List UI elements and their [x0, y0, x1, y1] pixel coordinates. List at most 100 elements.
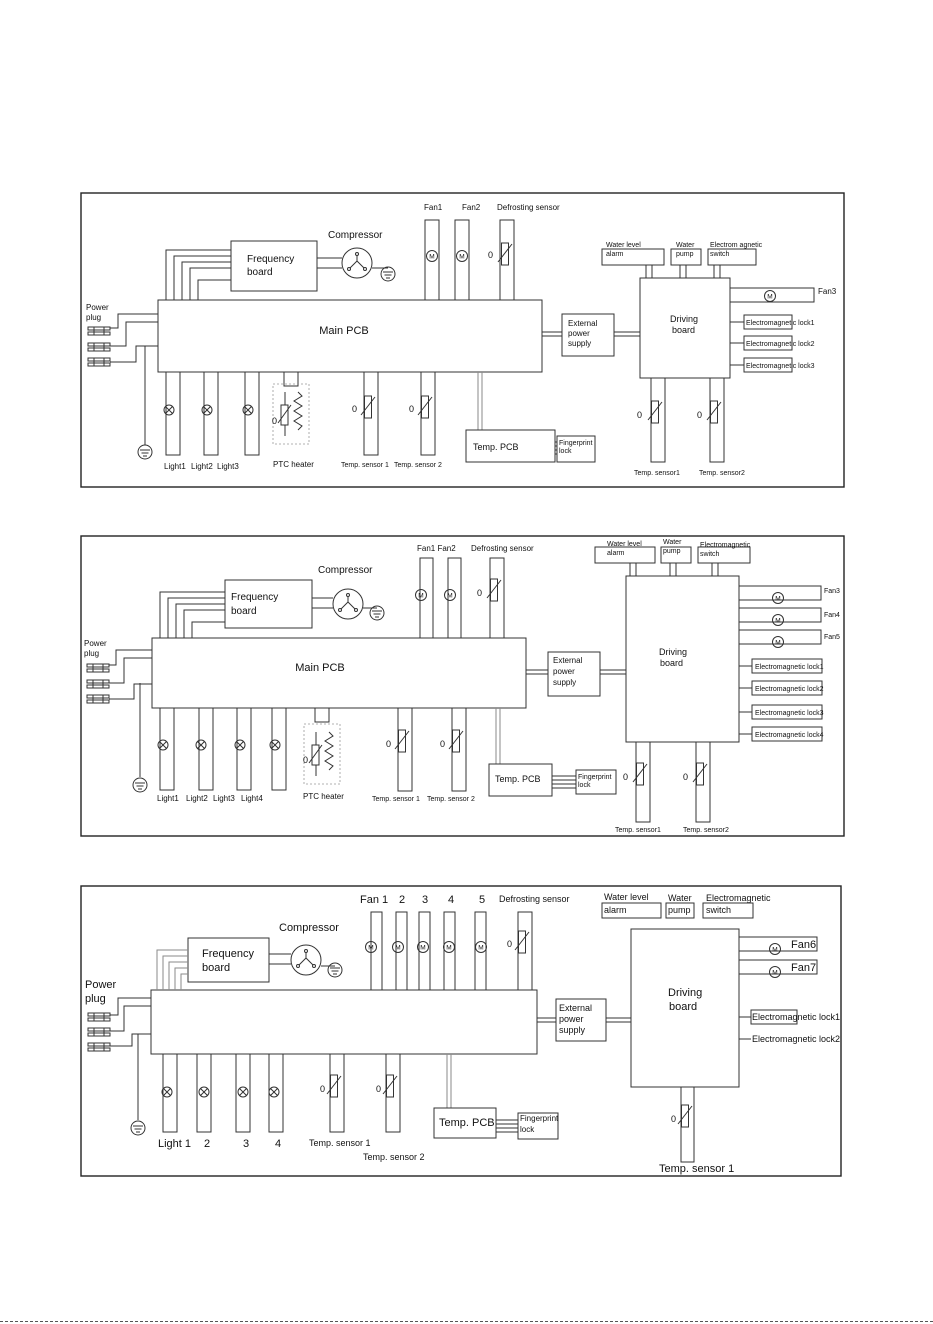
fan-6-label: Fan6 [791, 939, 816, 951]
water-pump-label: Water [676, 242, 695, 249]
driving-temp-sensor-2-label: Temp. sensor2 [699, 470, 745, 477]
light-strip [235, 1053, 251, 1133]
light-2-label: Light2 [186, 794, 208, 803]
compressor-motor-icon [332, 588, 364, 620]
lock-1-label: Electromagnetic lock1 [746, 320, 815, 327]
lights: Light 1 2 3 4 [158, 1053, 284, 1150]
lights: Light1 Light2 Light3 Light4 [157, 707, 287, 803]
sensor-mark: 0 [671, 1114, 676, 1124]
thermistor-icon [394, 729, 410, 753]
plug-prong-icon [86, 694, 110, 704]
main-pcb [157, 299, 543, 373]
driving-board [630, 928, 740, 1088]
water-level-alarm [594, 546, 656, 564]
defrosting-sensor-strip [499, 219, 515, 301]
light-2-label: 2 [204, 1138, 210, 1150]
water-pump-label: pump [676, 251, 694, 258]
water-level-alarm [601, 902, 662, 919]
locks: Electromagnetic lock1 Electromagnetic lo… [739, 1009, 840, 1044]
sensor-mark: 0 [637, 410, 642, 420]
ground-icon [380, 266, 396, 282]
ptc-heater-label: PTC heater [303, 792, 344, 801]
fan-motor-icon [772, 592, 784, 604]
temp-sensor-2-label: Temp. sensor 2 [363, 1152, 425, 1162]
sensor-mark: 0 [320, 1084, 325, 1094]
light-strip [198, 707, 214, 791]
fan-1-label: Fan 1 [360, 894, 388, 906]
electromagnetic-switch-label: Electromagnetic [700, 542, 751, 549]
thermistor-icon [647, 400, 663, 424]
light-3-label: Light3 [213, 794, 235, 803]
ground-icon [130, 1120, 146, 1136]
fan-4-label: 4 [448, 894, 454, 906]
sensor-mark: 0 [488, 250, 493, 260]
frequency-board [230, 240, 318, 292]
water-level-alarm [601, 248, 665, 266]
fan-5-label: 5 [479, 894, 485, 906]
water-level-alarm-label: alarm [606, 251, 624, 258]
light-strip [196, 1053, 212, 1133]
driving-board [625, 575, 740, 743]
fan-1-strip [424, 219, 440, 301]
fan-motor-icon [772, 636, 784, 648]
lock-3-label: Electromagnetic lock3 [746, 363, 815, 370]
fan-motor-icon [426, 250, 438, 262]
ptc-heater-label: PTC heater [273, 460, 314, 469]
light-3-label: Light3 [217, 462, 239, 471]
water-level-alarm-label: alarm [607, 550, 625, 557]
water-pump-label: pump [663, 548, 681, 555]
fans: Fan 1 2 3 4 5 [360, 894, 487, 991]
frequency-board [187, 937, 270, 983]
frequency-board [224, 579, 313, 629]
water-pump [665, 902, 695, 919]
ptc-heater-icon [303, 723, 341, 785]
light-4-label: 4 [275, 1138, 281, 1150]
ground-icon [137, 444, 153, 460]
sensor-mark: 0 [683, 772, 688, 782]
lock-2-label: Electromagnetic lock2 [755, 686, 824, 693]
light-2-label: Light2 [191, 462, 213, 471]
external-power-supply [561, 313, 615, 357]
fan-motor-icon [769, 966, 781, 978]
lock-1-label: Electromagnetic lock1 [752, 1012, 840, 1022]
lock-2-label: Electromagnetic lock2 [752, 1034, 840, 1044]
sensor-mark: 0 [409, 404, 414, 414]
driving-temp-sensor-1-label: Temp. sensor1 [634, 470, 680, 477]
sensor-mark: 0 [376, 1084, 381, 1094]
light-1-label: Light 1 [158, 1138, 191, 1150]
lamp-icon [237, 1086, 249, 1098]
fan-7-label: Fan7 [791, 962, 816, 974]
compressor-motor-icon [341, 247, 373, 279]
plug-prong-icon [87, 342, 111, 352]
electromagnetic-switch [707, 248, 757, 266]
locks: Electromagnetic lock1 Electromagnetic lo… [730, 314, 815, 373]
light-1-label: Light1 [157, 794, 179, 803]
external-power-supply [547, 651, 601, 697]
diagram-2-frame [80, 535, 845, 837]
sensor-mark: 0 [477, 588, 482, 598]
temp-sensor-2-label: Temp. sensor 2 [427, 796, 475, 803]
plug-prong-icon [86, 663, 110, 673]
compressor-label: Compressor [279, 922, 339, 934]
fingerprint-lock [556, 435, 596, 463]
fan-motor-icon [772, 614, 784, 626]
thermistor-icon [326, 1074, 342, 1098]
plug-prong-icon [87, 1042, 111, 1052]
driving-temp-sensor-1-label: Temp. sensor 1 [659, 1163, 734, 1175]
defrosting-sensor-label: Defrosting sensor [499, 894, 570, 904]
fan-4-label: Fan4 [824, 612, 840, 619]
sensor-mark: 0 [386, 739, 391, 749]
light-strip [268, 1053, 284, 1133]
lamp-icon [268, 1086, 280, 1098]
sensor-mark: 0 [440, 739, 445, 749]
temp-sensor-2-label: Temp. sensor 2 [394, 462, 442, 469]
